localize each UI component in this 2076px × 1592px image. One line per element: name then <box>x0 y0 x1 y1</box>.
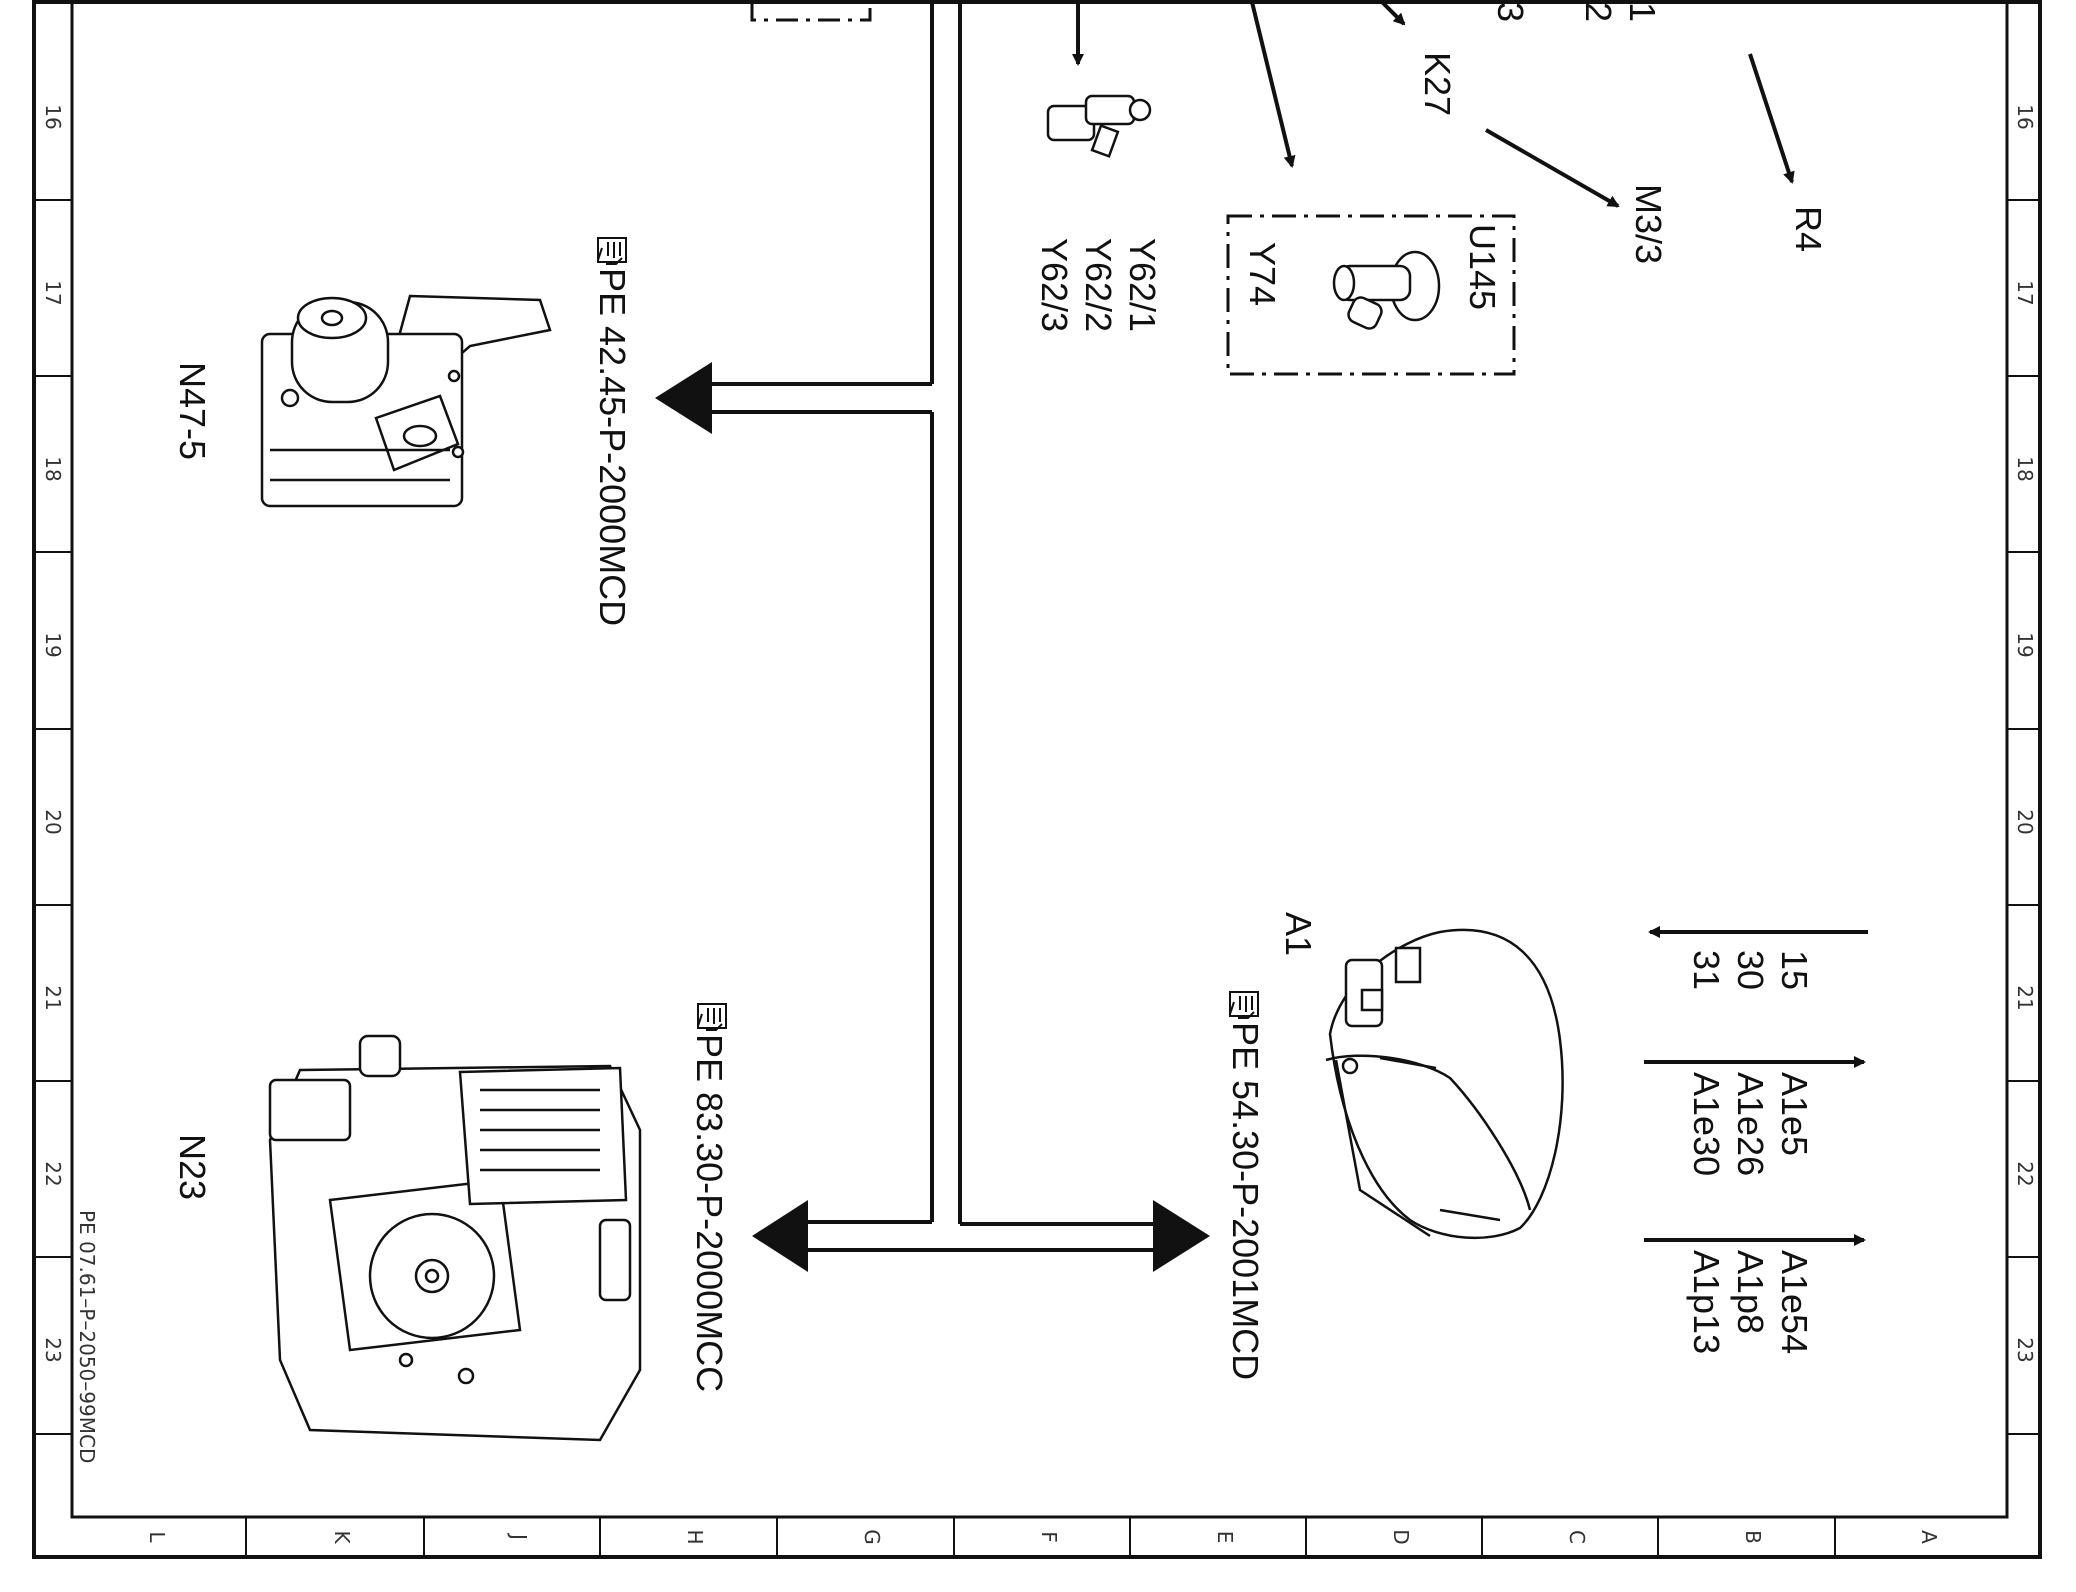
n23-unit-drawing <box>268 1034 642 1442</box>
row-number-right: 20 <box>2013 809 2037 834</box>
row-number-left: 22 <box>41 1161 65 1186</box>
column-letters: L K J H G F E D C B A <box>145 1529 1941 1545</box>
column-letter: A <box>1917 1530 1941 1544</box>
label-cut-1: /1 <box>1622 0 1663 22</box>
column-letter: D <box>1389 1529 1413 1544</box>
column-letter: J <box>507 1532 531 1540</box>
label-k27: K27 <box>1417 52 1458 116</box>
column-letter: F <box>1037 1531 1061 1543</box>
a1-pin-a1p13: A1p13 <box>1686 1250 1727 1354</box>
bus-arrowheads <box>655 362 1210 1272</box>
row-number-right: 19 <box>2013 632 2037 657</box>
a1-pin-30: 30 <box>1730 950 1771 990</box>
a1-group-arrows <box>1644 926 1868 1246</box>
row-number-left: 20 <box>41 809 65 834</box>
label-y62-1: Y62/1 <box>1122 238 1163 332</box>
pointing-hand-icon <box>697 1003 727 1031</box>
row-number-right: 17 <box>2013 280 2037 305</box>
label-a1: A1 <box>1278 912 1319 956</box>
label-y74: Y74 <box>1242 242 1283 306</box>
row-numbers-right: 16 17 18 19 20 21 22 23 <box>2013 104 2037 1362</box>
arrowhead-icon <box>1153 1200 1210 1272</box>
pointing-hand-icon <box>1229 991 1259 1019</box>
a1-pin-a1e26: A1e26 <box>1730 1072 1771 1176</box>
row-number-left: 23 <box>41 1337 65 1362</box>
reference-pe-83-30[interactable]: PE 83.30-P-2000MCC <box>689 1034 730 1392</box>
reference-pe-42-45[interactable]: PE 42.45-P-2000MCD <box>592 268 633 626</box>
column-letter: H <box>683 1529 707 1544</box>
a1-instrument-cluster-drawing <box>1325 928 1564 1240</box>
y74-valve-drawing <box>1332 250 1441 330</box>
label-n47-5: N47-5 <box>172 362 213 460</box>
row-number-left: 18 <box>41 456 65 481</box>
column-letter: L <box>145 1531 169 1543</box>
n47-5-unit-drawing <box>260 294 552 508</box>
column-letter: B <box>1741 1530 1765 1544</box>
row-number-right: 22 <box>2013 1161 2037 1186</box>
label-y62-3: Y62/3 <box>1034 238 1075 332</box>
a1-pin-a1e30: A1e30 <box>1686 1072 1727 1176</box>
arrowhead-icon <box>752 1200 808 1272</box>
row-number-left: 17 <box>41 280 65 305</box>
y62-injector-drawing <box>1046 94 1152 158</box>
a1-pin-a1e5: A1e5 <box>1774 1072 1815 1156</box>
label-r4: R4 <box>1788 206 1829 252</box>
label-cut-2: /2 <box>1578 0 1619 22</box>
drawing-frame <box>32 0 2042 1559</box>
label-n23: N23 <box>172 1134 213 1200</box>
a1-pin-15: 15 <box>1774 950 1815 990</box>
row-number-right: 16 <box>2013 104 2037 129</box>
column-letter: G <box>860 1529 884 1545</box>
row-number-left: 19 <box>41 632 65 657</box>
a1-pin-31: 31 <box>1686 950 1727 990</box>
row-number-left: 16 <box>41 104 65 129</box>
label-cut-3: /3 <box>1490 0 1531 22</box>
row-numbers-left: 16 17 18 19 20 21 22 23 <box>41 104 65 1362</box>
label-y62-2: Y62/2 <box>1078 238 1119 332</box>
leader-arrows <box>1072 0 1795 208</box>
pointing-hand-icon <box>597 237 627 265</box>
column-letter: E <box>1213 1531 1237 1544</box>
reference-pe-54-30[interactable]: PE 54.30-P-2001MCD <box>1225 1022 1266 1380</box>
column-letter: K <box>330 1530 354 1544</box>
bus-lines <box>710 2 1155 1252</box>
arrowhead-icon <box>655 362 712 434</box>
row-number-right: 18 <box>2013 456 2037 481</box>
label-u145: U145 <box>1462 224 1503 310</box>
row-number-left: 21 <box>41 985 65 1010</box>
column-letter: C <box>1565 1530 1589 1544</box>
a1-pin-a1p8: A1p8 <box>1730 1250 1771 1334</box>
u145-box <box>1226 214 1516 376</box>
a1-pin-a1e54: A1e54 <box>1774 1250 1815 1354</box>
document-reference: PE 07.61–P–2050–99MCD <box>75 1210 99 1463</box>
row-number-right: 23 <box>2013 1337 2037 1362</box>
label-m3-3: M3/3 <box>1628 184 1669 264</box>
row-number-right: 21 <box>2013 985 2037 1010</box>
